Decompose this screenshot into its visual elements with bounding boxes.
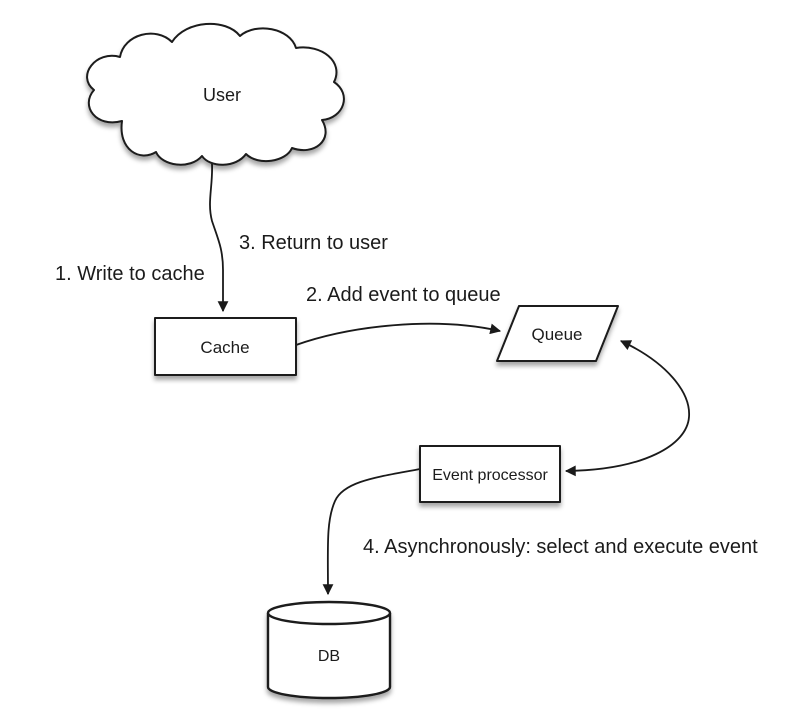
annotation-step2: 2. Add event to queue (306, 284, 501, 306)
annotation-step1: 1. Write to cache (55, 263, 205, 285)
cloud-shape (86, 23, 345, 166)
node-event-processor: Event processor (419, 445, 561, 503)
edge-queue-event-processor-bidirectional (564, 340, 690, 477)
edge-user-to-cache (209, 163, 229, 313)
node-queue-label: Queue (531, 325, 582, 344)
edge-cache-to-queue (295, 322, 502, 346)
edge-event-processor-to-db (322, 468, 421, 596)
queue-parallelogram (496, 305, 619, 362)
annotation-step4: 4. Asynchronously: select and execute ev… (363, 536, 758, 558)
db-cylinder-body (266, 613, 392, 700)
cache-rectangle (154, 317, 297, 376)
event-processor-rectangle (419, 445, 561, 503)
node-user-label: User (203, 85, 241, 105)
node-cache-label: Cache (200, 338, 249, 357)
node-db (266, 600, 392, 700)
db-cylinder-top (266, 600, 392, 626)
node-queue: Queue (496, 305, 619, 362)
node-db-label: DB (318, 648, 340, 665)
node-user: User (86, 23, 345, 166)
node-event-processor-label: Event processor (432, 467, 548, 484)
annotation-step3: 3. Return to user (239, 232, 388, 254)
node-cache: Cache (154, 317, 297, 376)
